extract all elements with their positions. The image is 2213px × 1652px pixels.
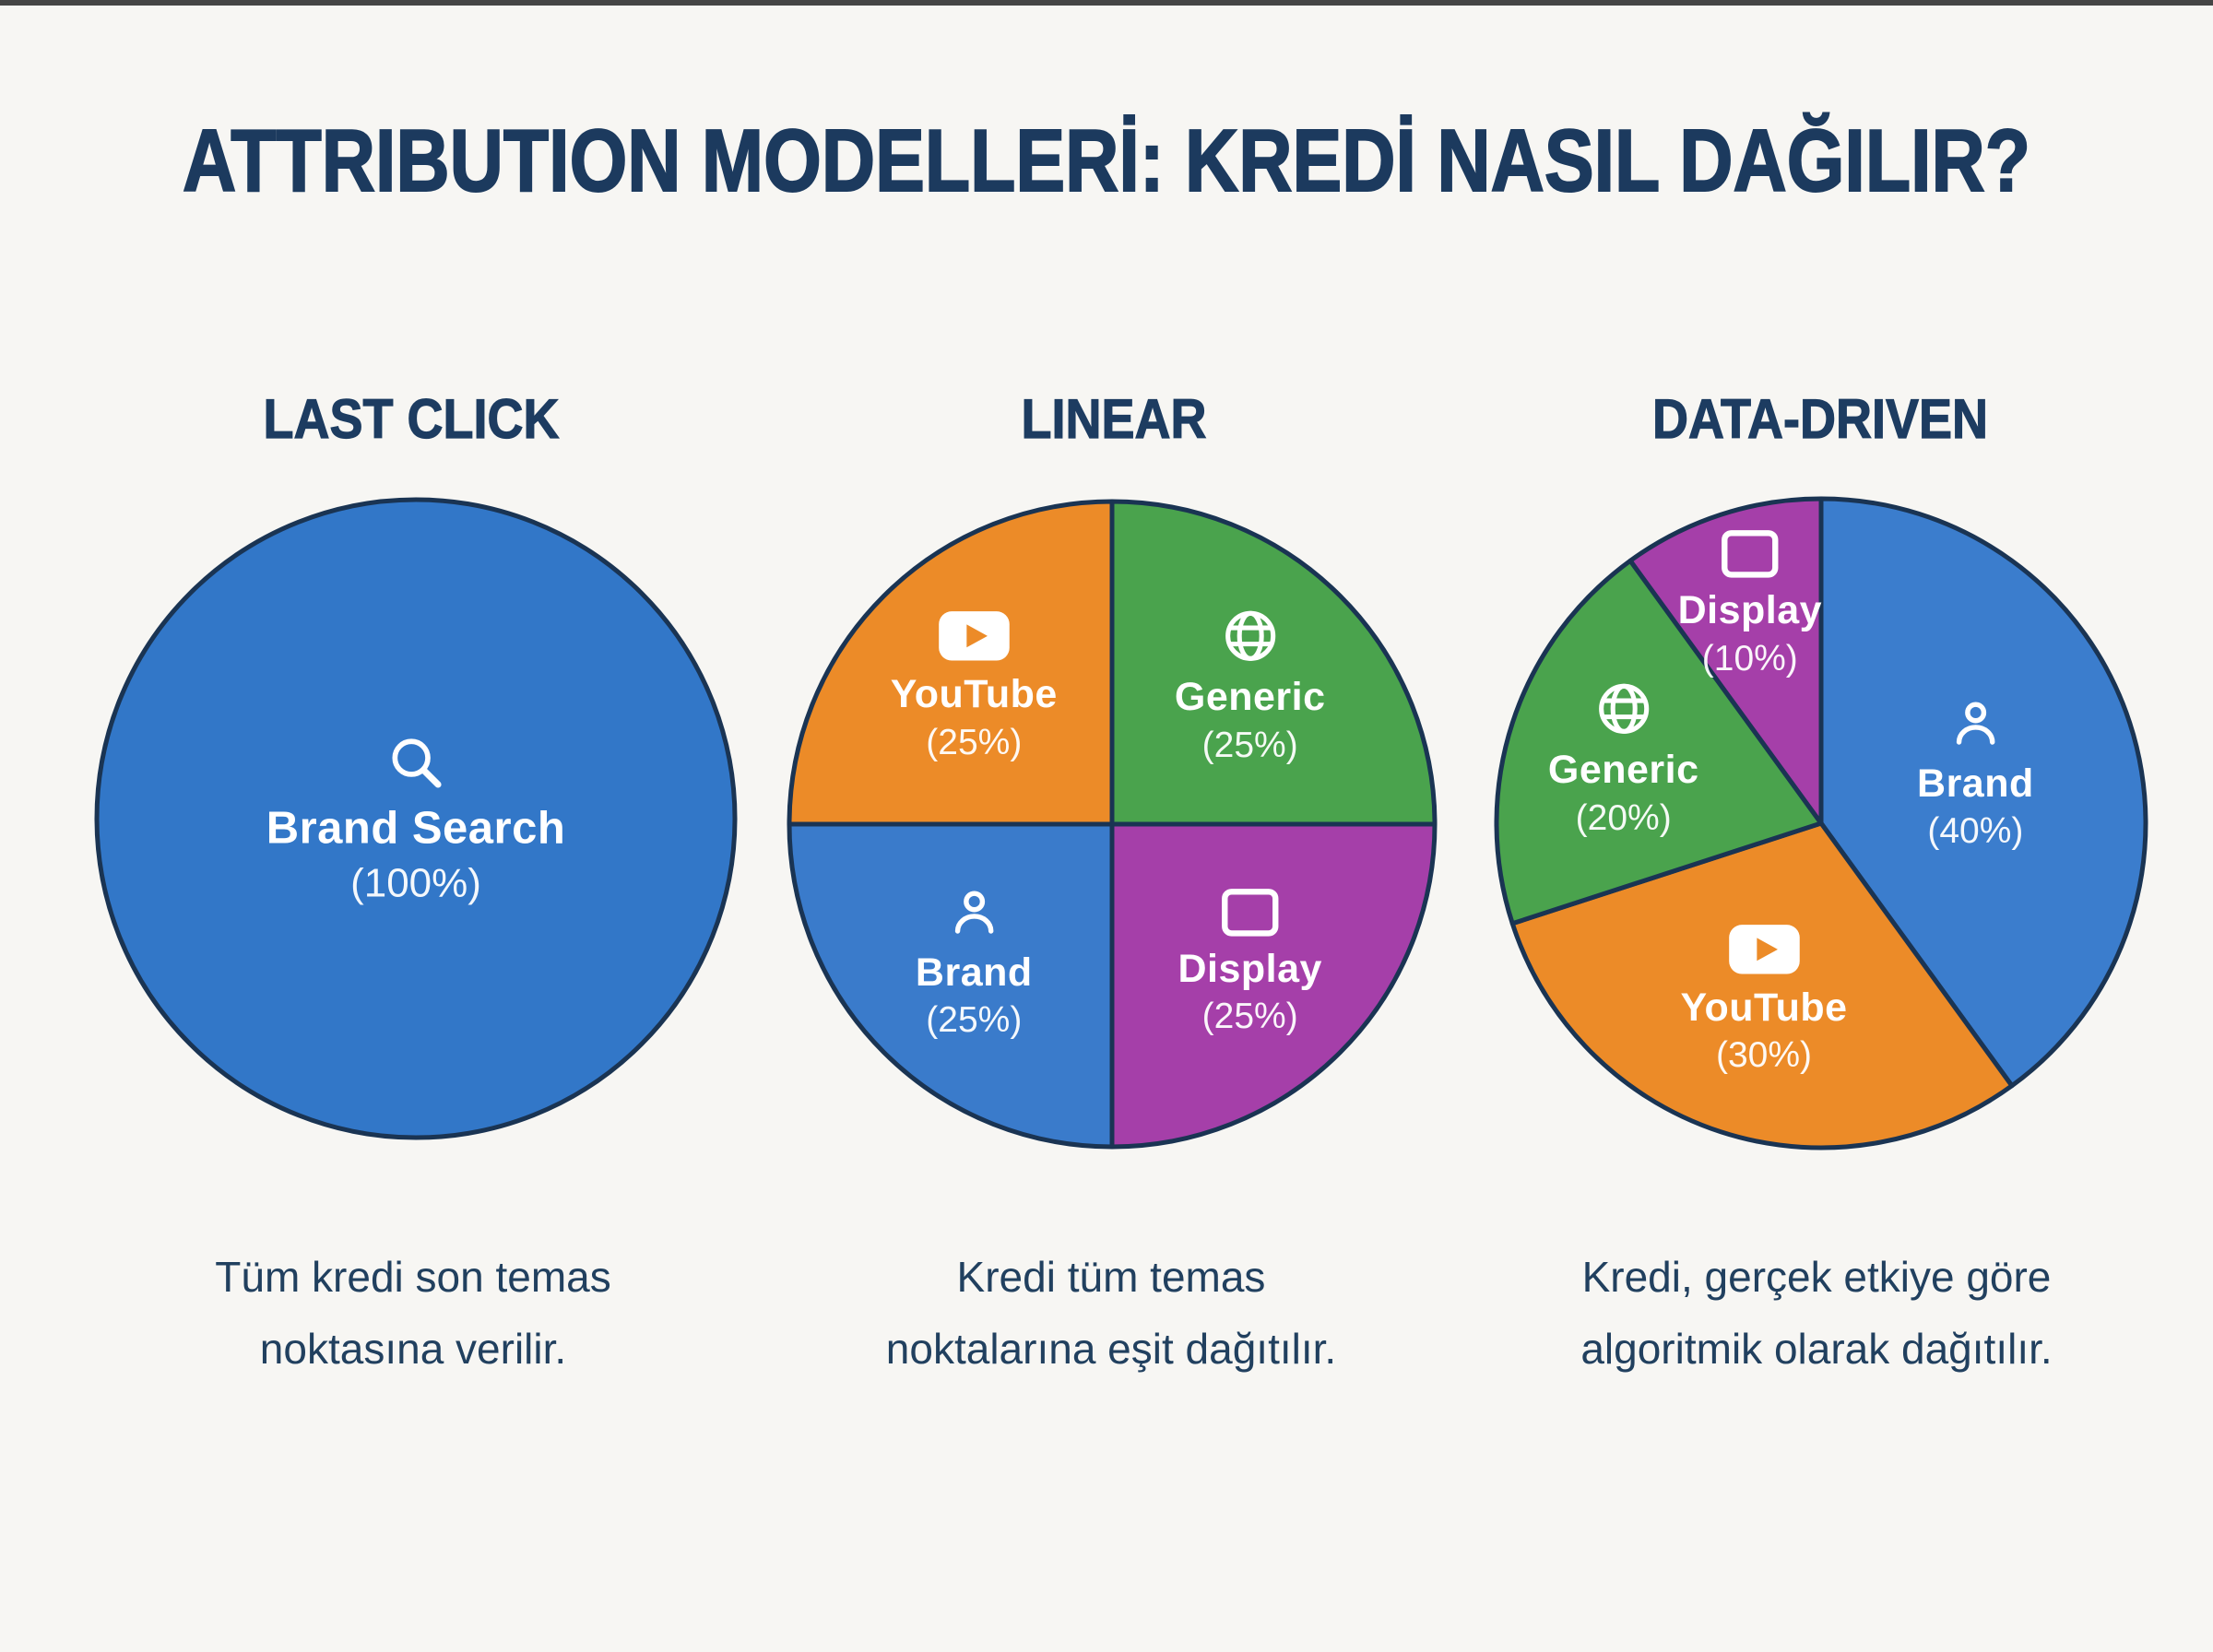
caption-line: algoritmik olarak dağıtılır. bbox=[1580, 1325, 2053, 1374]
pie-slice-generic bbox=[1109, 499, 1438, 827]
caption-line: Tüm kredi son temas bbox=[215, 1253, 611, 1301]
pie-slice-display bbox=[1109, 821, 1438, 1150]
linear-pie-chart: Generic(25%)Display(25%)Brand(25%)YouTub… bbox=[762, 474, 1462, 1174]
caption-last-click: Tüm kredi son temas noktasına verilir. bbox=[215, 1241, 610, 1385]
page-title: ATTRIBUTION MODELLERİ: KREDİ NASIL DAĞIL… bbox=[182, 111, 2031, 211]
heading-linear: LINEAR bbox=[1021, 387, 1207, 450]
pie-slice-brand bbox=[787, 821, 1115, 1150]
caption-data-driven: Kredi, gerçek etkiye göre algoritmik ola… bbox=[1580, 1241, 2052, 1385]
data-driven-pie-chart: Brand(40%)YouTube(30%)Generic(20%)Displa… bbox=[1471, 473, 2172, 1174]
caption-line: noktalarına eşit dağıtılır. bbox=[885, 1325, 1337, 1374]
caption-linear: Kredi tüm temas noktalarına eşit dağıtıl… bbox=[886, 1241, 1336, 1385]
pie-slice-display bbox=[1627, 496, 1824, 826]
pie-slice-generic bbox=[1494, 558, 1824, 926]
caption-line: noktasına verilir. bbox=[259, 1325, 567, 1374]
last-click-pie-chart: Brand Search(100%) bbox=[65, 468, 766, 1169]
pie-svg bbox=[94, 497, 738, 1140]
pie-slice-youtube bbox=[787, 499, 1115, 827]
heading-data-driven: DATA-DRIVEN bbox=[1651, 387, 1988, 450]
heading-last-click: LAST CLICK bbox=[263, 387, 560, 450]
caption-line: Kredi tüm temas bbox=[956, 1253, 1266, 1301]
top-border-strip bbox=[0, 0, 2213, 6]
pie-slice-youtube bbox=[1509, 820, 2015, 1150]
pie-svg bbox=[787, 499, 1438, 1150]
pie-svg bbox=[1494, 496, 2148, 1150]
pie-slice-brand-search bbox=[94, 497, 738, 1140]
caption-line: Kredi, gerçek etkiye göre bbox=[1581, 1253, 2052, 1301]
pie-slice-brand bbox=[1818, 496, 2148, 1089]
